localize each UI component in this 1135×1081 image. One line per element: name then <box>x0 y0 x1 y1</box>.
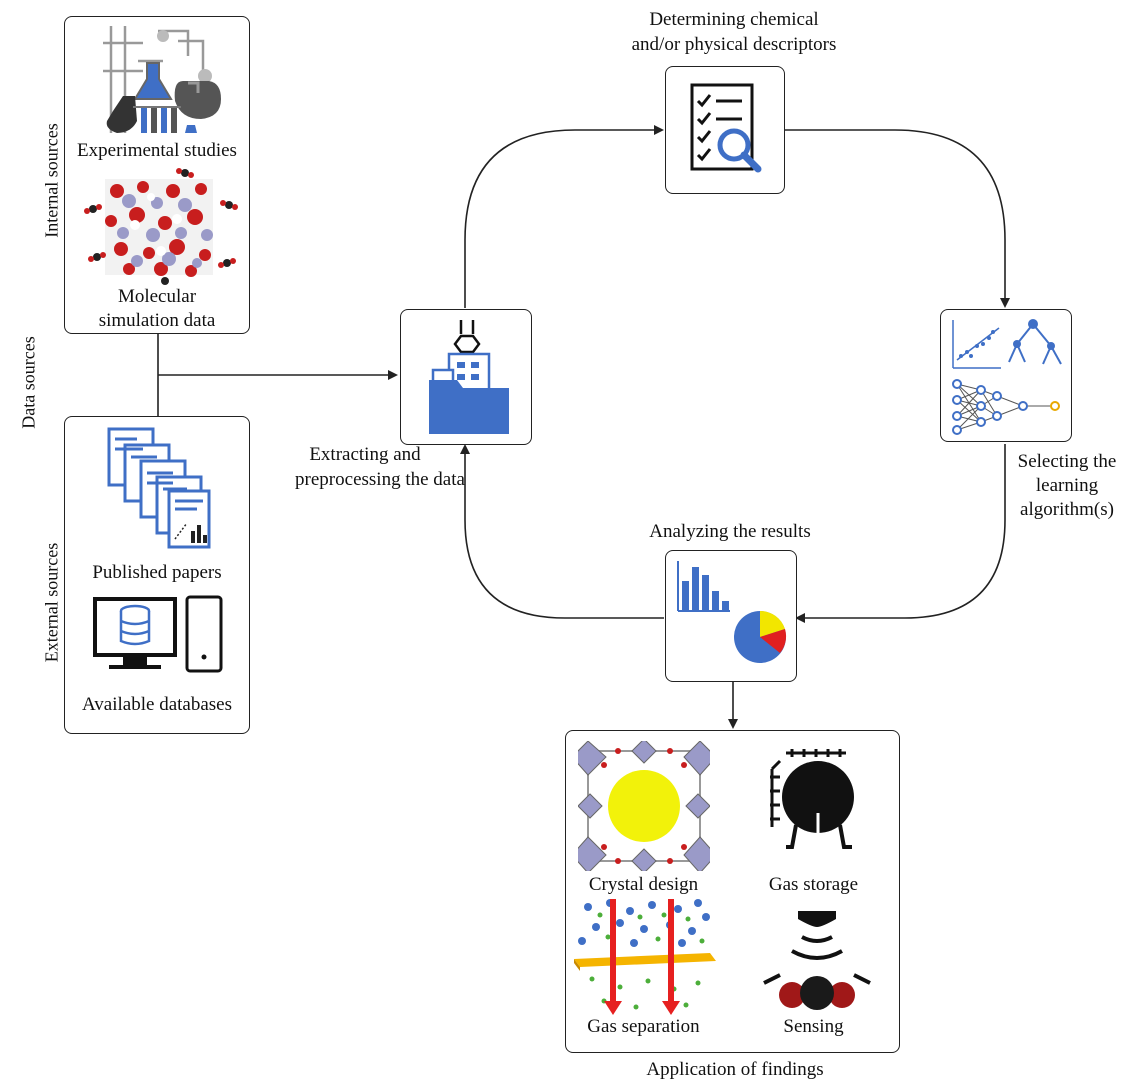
applications-box: Crystal design Gas storage <box>565 730 900 1053</box>
database-computer-icon <box>93 595 223 673</box>
descriptors-box <box>665 66 785 194</box>
sensing-label: Sensing <box>783 1016 844 1037</box>
select-algorithm-box <box>940 309 1072 442</box>
descriptors-label-line1: Determining chemical <box>649 9 819 30</box>
select-to-analyze-arrow <box>795 444 1006 623</box>
molecular-framework-icon <box>84 168 238 285</box>
gas-storage-label: Gas storage <box>768 874 859 895</box>
analyze-label: Analyzing the results <box>649 521 811 542</box>
descriptors-label-line2: and/or physical descriptors <box>631 34 837 55</box>
available-databases-label: Available databases <box>82 694 232 715</box>
data-folder-icon <box>429 320 509 434</box>
extract-label-line2: preprocessing the data <box>295 469 465 490</box>
extract-box <box>400 309 532 445</box>
analyze-to-extract-arrow <box>460 444 664 619</box>
checklist-search-icon <box>690 83 762 173</box>
published-papers-icon <box>107 427 211 549</box>
select-label-line1: Selecting the <box>1017 451 1117 472</box>
internal-sources-box: Experimental studies Molecular simulatio… <box>64 16 250 334</box>
gas-separation-icon <box>574 899 716 1015</box>
lab-equipment-icon <box>103 26 221 133</box>
extract-label-line1: Extracting and <box>309 444 421 465</box>
molecular-label-line1: Molecular <box>117 286 197 307</box>
results-charts-icon <box>677 561 787 663</box>
gas-storage-tank-icon <box>770 749 854 849</box>
data-sources-label: Data sources <box>18 336 39 429</box>
select-label-line2: learning <box>1035 475 1099 496</box>
gas-separation-label: Gas separation <box>587 1016 700 1037</box>
experimental-studies-label: Experimental studies <box>77 140 237 161</box>
crystal-design-label: Crystal design <box>588 874 699 895</box>
molecular-label-line2: simulation data <box>98 310 216 331</box>
external-sources-label: External sources <box>41 542 62 663</box>
applications-caption: Application of findings <box>646 1059 824 1080</box>
published-papers-label: Published papers <box>92 562 222 583</box>
crystal-design-icon <box>578 741 710 871</box>
sensing-icon <box>763 911 871 1010</box>
extract-to-descriptors-arrow <box>464 125 664 308</box>
analyze-box <box>665 550 797 682</box>
descriptors-to-select-arrow <box>785 129 1010 308</box>
external-sources-box: Published papers Available databases <box>64 416 250 734</box>
select-label-line3: algorithm(s) <box>1020 499 1114 520</box>
internal-sources-label: Internal sources <box>41 123 62 238</box>
ml-algorithms-icon <box>952 319 1062 435</box>
